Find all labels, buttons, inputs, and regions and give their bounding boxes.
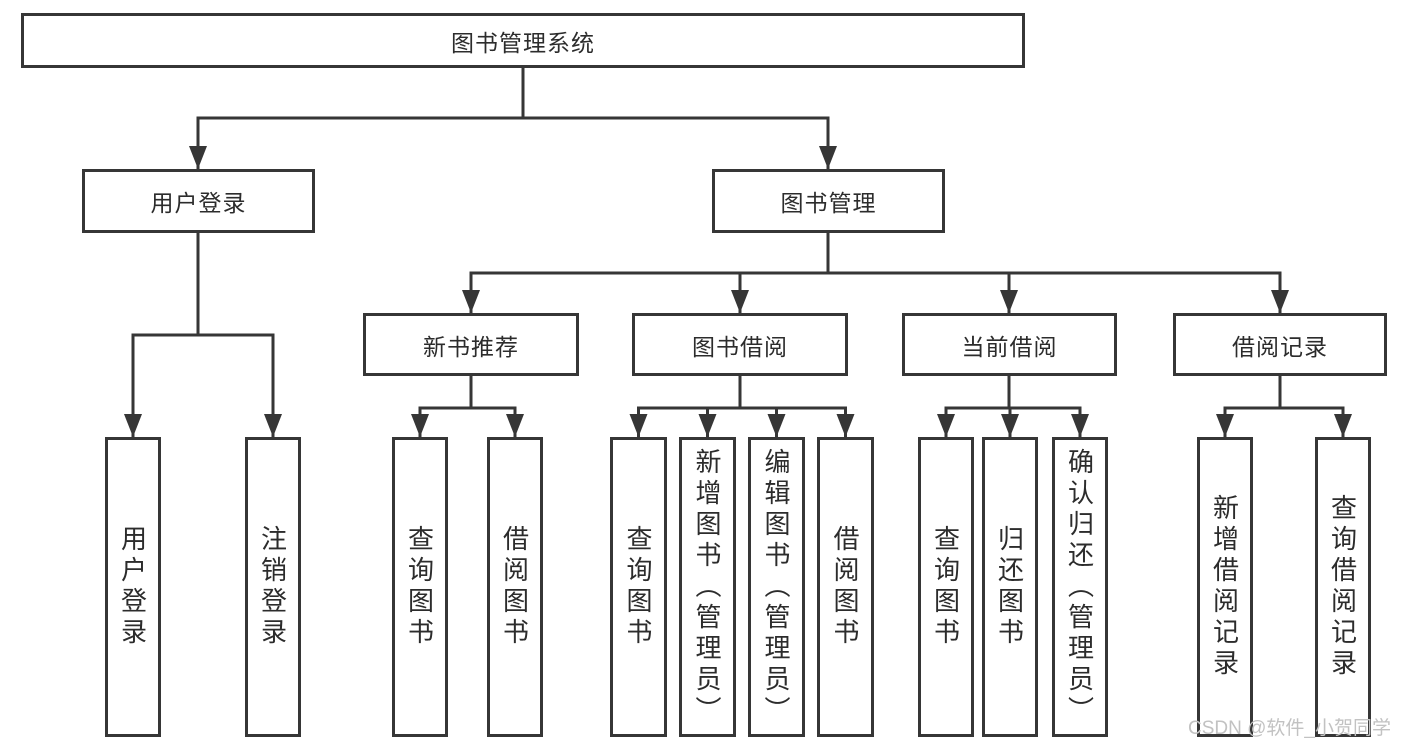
node-current-borrow: 当前借阅: [902, 313, 1117, 376]
leaf-query-book-recommend: 查询图书: [392, 437, 448, 737]
connector-borrow-records-to-leaves: [1216, 376, 1352, 437]
connector-new-book-recommend-to-leaves: [411, 376, 524, 437]
node-borrow-records: 借阅记录: [1173, 313, 1387, 376]
leaf-add-borrow-record: 新增借阅记录: [1197, 437, 1253, 737]
connector-user-login-to-leaves: [124, 233, 282, 437]
connector-current-borrow-to-leaves: [937, 376, 1089, 437]
connector-book-borrow-to-leaves: [629, 376, 855, 437]
leaf-borrow-book-recommend: 借阅图书: [487, 437, 543, 737]
leaf-add-book-admin: 新增图书（管理员）: [679, 437, 736, 737]
leaf-query-book-borrow: 查询图书: [610, 437, 667, 737]
node-user-login: 用户登录: [82, 169, 315, 233]
connector-book-management-to-level3: [462, 233, 1289, 313]
leaf-query-borrow-record: 查询借阅记录: [1315, 437, 1371, 737]
leaf-query-book-current: 查询图书: [918, 437, 974, 737]
node-book-management: 图书管理: [712, 169, 945, 233]
node-new-book-recommend: 新书推荐: [363, 313, 579, 376]
leaf-edit-book-admin: 编辑图书（管理员）: [748, 437, 805, 737]
leaf-user-login: 用户登录: [105, 437, 161, 737]
leaf-confirm-return-admin: 确认归还（管理员）: [1052, 437, 1108, 737]
leaf-return-book: 归还图书: [982, 437, 1038, 737]
node-root: 图书管理系统: [21, 13, 1025, 68]
watermark: CSDN @软件_小贺同学: [1188, 718, 1391, 739]
leaf-logout: 注销登录: [245, 437, 301, 737]
node-book-borrow: 图书借阅: [632, 313, 848, 376]
connector-root-to-level2: [189, 68, 837, 169]
leaf-borrow-book: 借阅图书: [817, 437, 874, 737]
